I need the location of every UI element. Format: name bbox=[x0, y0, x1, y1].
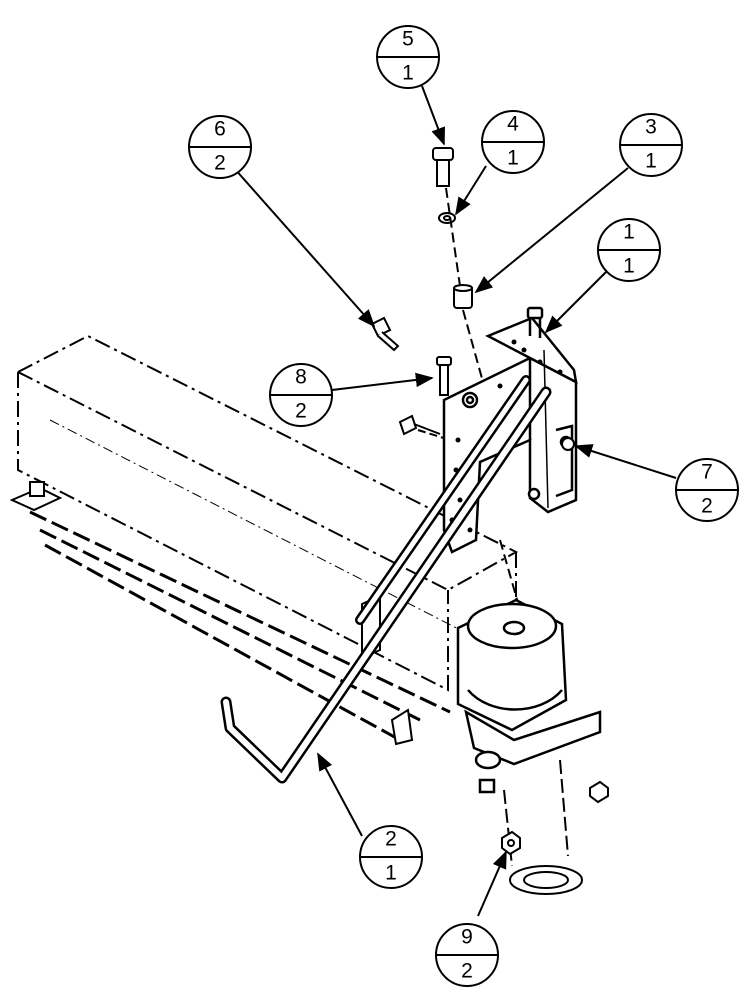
side-bolt-left bbox=[398, 414, 441, 436]
nut-part-7 bbox=[561, 437, 575, 451]
callout-3-item: 3 bbox=[645, 116, 657, 139]
callout-8-item: 8 bbox=[295, 366, 307, 389]
callout-8: 8 2 bbox=[269, 363, 333, 427]
callout-8-qty: 2 bbox=[295, 400, 307, 423]
callout-2-item: 2 bbox=[385, 828, 397, 851]
mounting-bracket-part-1 bbox=[442, 306, 578, 554]
swivel-motor-housing bbox=[456, 598, 602, 794]
callout-1-qty: 1 bbox=[623, 255, 635, 278]
mount-post bbox=[503, 759, 583, 895]
callout-9: 9 2 bbox=[435, 923, 499, 987]
leader-lines bbox=[233, 85, 677, 917]
callout-7-item: 7 bbox=[701, 461, 713, 484]
beam-phantom-outline bbox=[15, 334, 519, 692]
callout-6-qty: 2 bbox=[214, 152, 226, 175]
bolt-part-8 bbox=[436, 356, 452, 396]
callout-2: 2 1 bbox=[359, 825, 423, 889]
bolt-part-6 bbox=[370, 316, 400, 352]
loose-nut bbox=[589, 780, 609, 804]
leader-2 bbox=[317, 752, 363, 837]
callout-9-qty: 2 bbox=[461, 960, 473, 983]
callout-3: 3 1 bbox=[619, 113, 683, 177]
callout-7: 7 2 bbox=[675, 458, 739, 522]
callout-9-item: 9 bbox=[461, 926, 473, 949]
callout-5-item: 5 bbox=[402, 28, 414, 51]
bolt-part-5 bbox=[432, 147, 454, 187]
callout-5: 5 1 bbox=[376, 25, 440, 89]
leader-4 bbox=[455, 165, 487, 216]
callout-6-item: 6 bbox=[214, 118, 226, 141]
leader-3 bbox=[474, 167, 629, 294]
callout-6: 6 2 bbox=[188, 115, 252, 179]
callout-2-qty: 1 bbox=[385, 862, 397, 885]
washer-part-4 bbox=[438, 212, 456, 224]
leader-9 bbox=[477, 850, 507, 917]
beam-lower-rails bbox=[29, 510, 451, 742]
leader-7 bbox=[574, 444, 677, 479]
callout-3-qty: 1 bbox=[645, 150, 657, 173]
hook-rod-part-2 bbox=[220, 375, 552, 784]
leader-1 bbox=[544, 271, 607, 334]
bushing-part-3 bbox=[453, 284, 473, 309]
callout-4-item: 4 bbox=[507, 113, 519, 136]
callout-5-qty: 1 bbox=[402, 62, 414, 85]
callout-1-item: 1 bbox=[623, 221, 635, 244]
leader-8 bbox=[331, 372, 434, 391]
nut-part-9 bbox=[501, 830, 521, 856]
leader-5 bbox=[421, 85, 445, 146]
callout-4-qty: 1 bbox=[507, 147, 519, 170]
callout-7-qty: 2 bbox=[701, 495, 713, 518]
beam-phantom-centerline bbox=[49, 419, 481, 641]
callout-1: 1 1 bbox=[597, 218, 661, 282]
beam-left-foot bbox=[9, 481, 63, 512]
callout-4: 4 1 bbox=[481, 110, 545, 174]
leader-6 bbox=[233, 167, 376, 328]
